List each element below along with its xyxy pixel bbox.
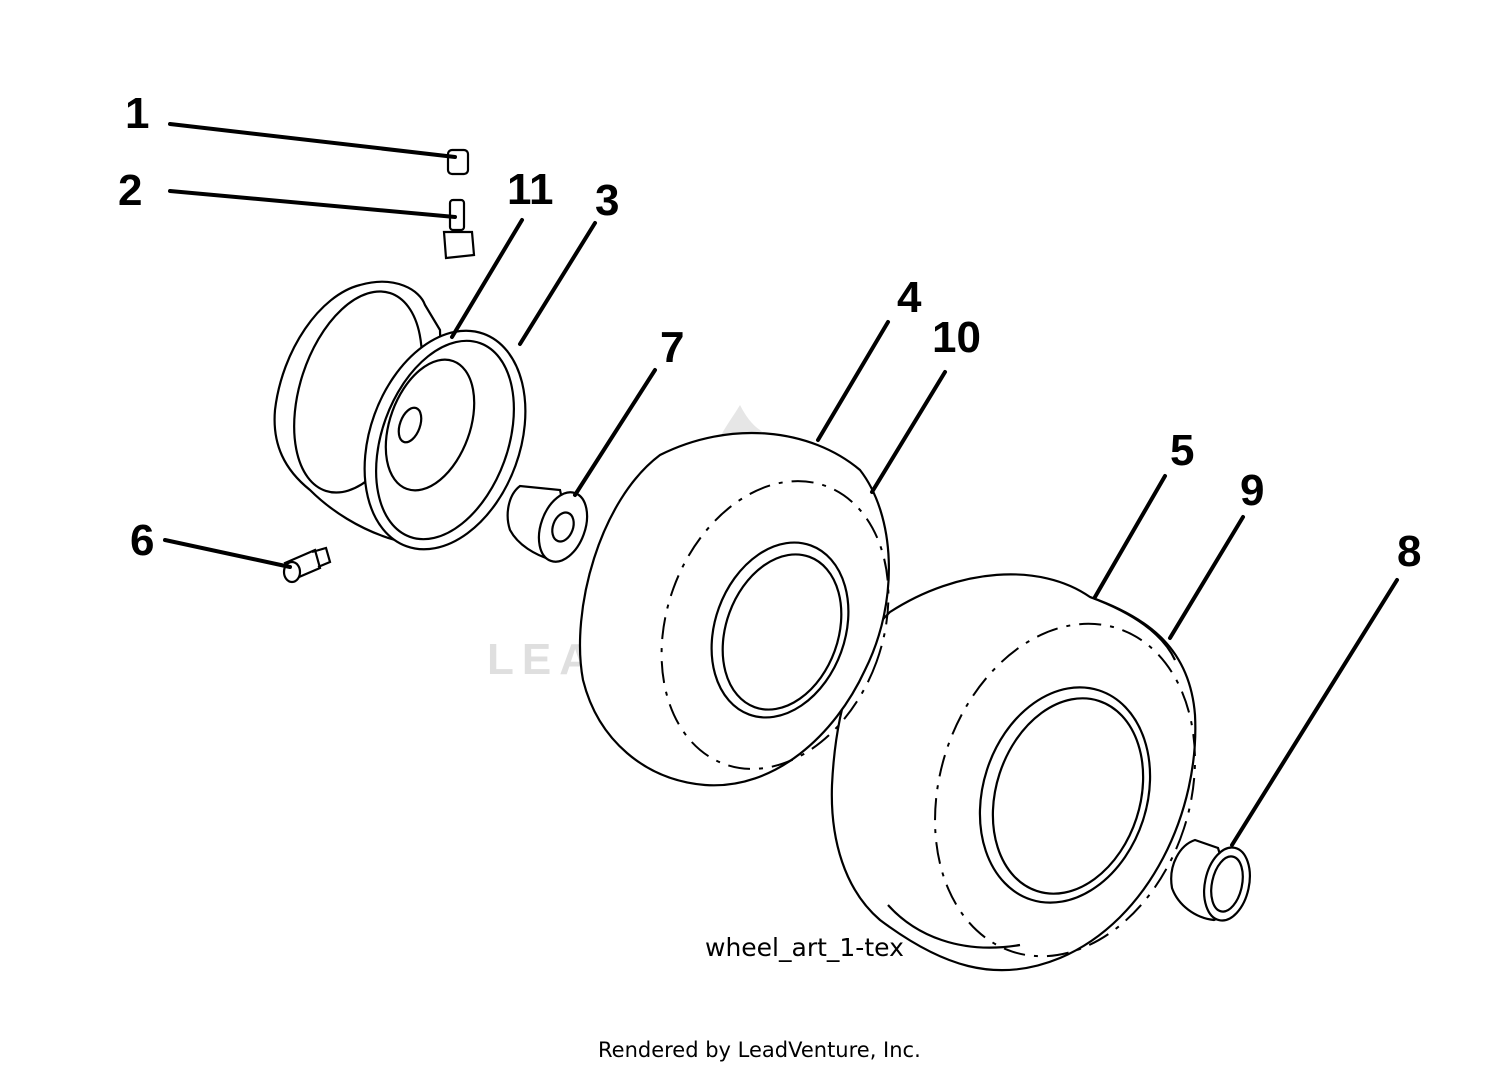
leader-8 xyxy=(1230,578,1399,847)
callout-1: 1 xyxy=(125,89,149,138)
callout-5: 5 xyxy=(1170,426,1194,475)
callout-6: 6 xyxy=(130,516,154,565)
part-5-tire[interactable] xyxy=(830,573,1237,990)
leader-5 xyxy=(1093,474,1167,599)
part-1-cap[interactable] xyxy=(446,148,470,176)
leader-11 xyxy=(450,218,524,339)
callout-3: 3 xyxy=(595,176,619,225)
callout-7: 7 xyxy=(660,323,684,372)
callout-4: 4 xyxy=(897,273,922,322)
callouts: 1 2 3 4 5 6 7 8 9 10 11 xyxy=(118,89,1421,576)
part-7-bushing[interactable] xyxy=(506,484,596,569)
part-8-cap[interactable] xyxy=(1170,838,1256,925)
figure-caption: wheel_art_1-tex xyxy=(705,933,904,962)
part-4-tire[interactable] xyxy=(578,431,927,801)
part-2-valve-stem[interactable] xyxy=(442,198,476,260)
callout-9: 9 xyxy=(1240,466,1264,515)
callout-2: 2 xyxy=(118,166,142,215)
credit-text: Rendered by LeadVenture, Inc. xyxy=(598,1038,921,1062)
callout-10: 10 xyxy=(932,313,981,362)
part-rim[interactable] xyxy=(271,275,554,572)
leader-2 xyxy=(168,189,457,219)
leader-lines xyxy=(163,122,1399,847)
part-6-valve[interactable] xyxy=(282,546,332,584)
leader-4 xyxy=(816,320,890,442)
leader-1 xyxy=(168,122,457,159)
callout-8: 8 xyxy=(1397,527,1421,576)
leader-10 xyxy=(870,370,947,494)
leader-9 xyxy=(1168,515,1245,640)
callout-11: 11 xyxy=(507,165,554,214)
leader-7 xyxy=(573,368,657,497)
leader-3 xyxy=(518,221,597,346)
leader-6 xyxy=(163,538,292,569)
